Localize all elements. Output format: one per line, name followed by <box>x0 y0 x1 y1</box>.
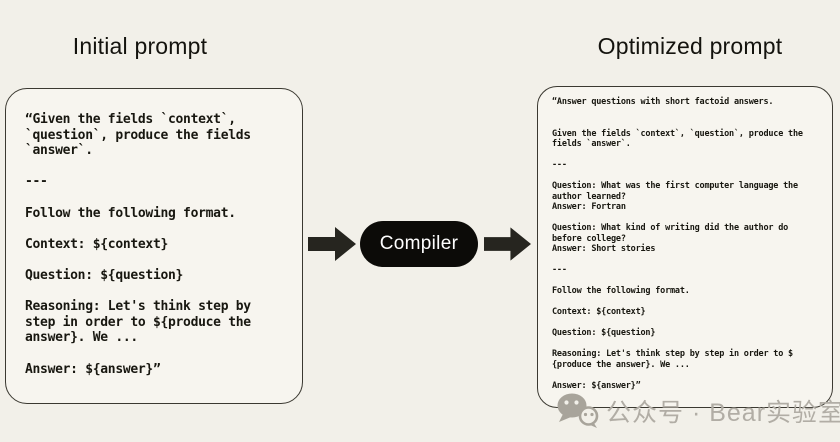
optimized-prompt-title: Optimized prompt <box>597 33 783 59</box>
initial-prompt-box: “Given the fields `context`, `question`,… <box>5 88 303 404</box>
arrow-right-icon <box>484 227 531 261</box>
optimized-prompt-text: “Answer questions with short factoid ans… <box>552 97 803 391</box>
optimized-prompt-box: “Answer questions with short factoid ans… <box>537 86 833 408</box>
initial-prompt-text: “Given the fields `context`, `question`,… <box>25 112 251 377</box>
watermark-text: 公众号 · Bear实验室 <box>606 399 840 427</box>
wechat-icon <box>557 393 599 428</box>
compiler-node: Compiler <box>360 221 478 267</box>
initial-prompt-title: Initial prompt <box>72 33 208 59</box>
watermark: 公众号 · Bear实验室 <box>556 392 840 430</box>
arrow-right-icon <box>308 227 356 261</box>
